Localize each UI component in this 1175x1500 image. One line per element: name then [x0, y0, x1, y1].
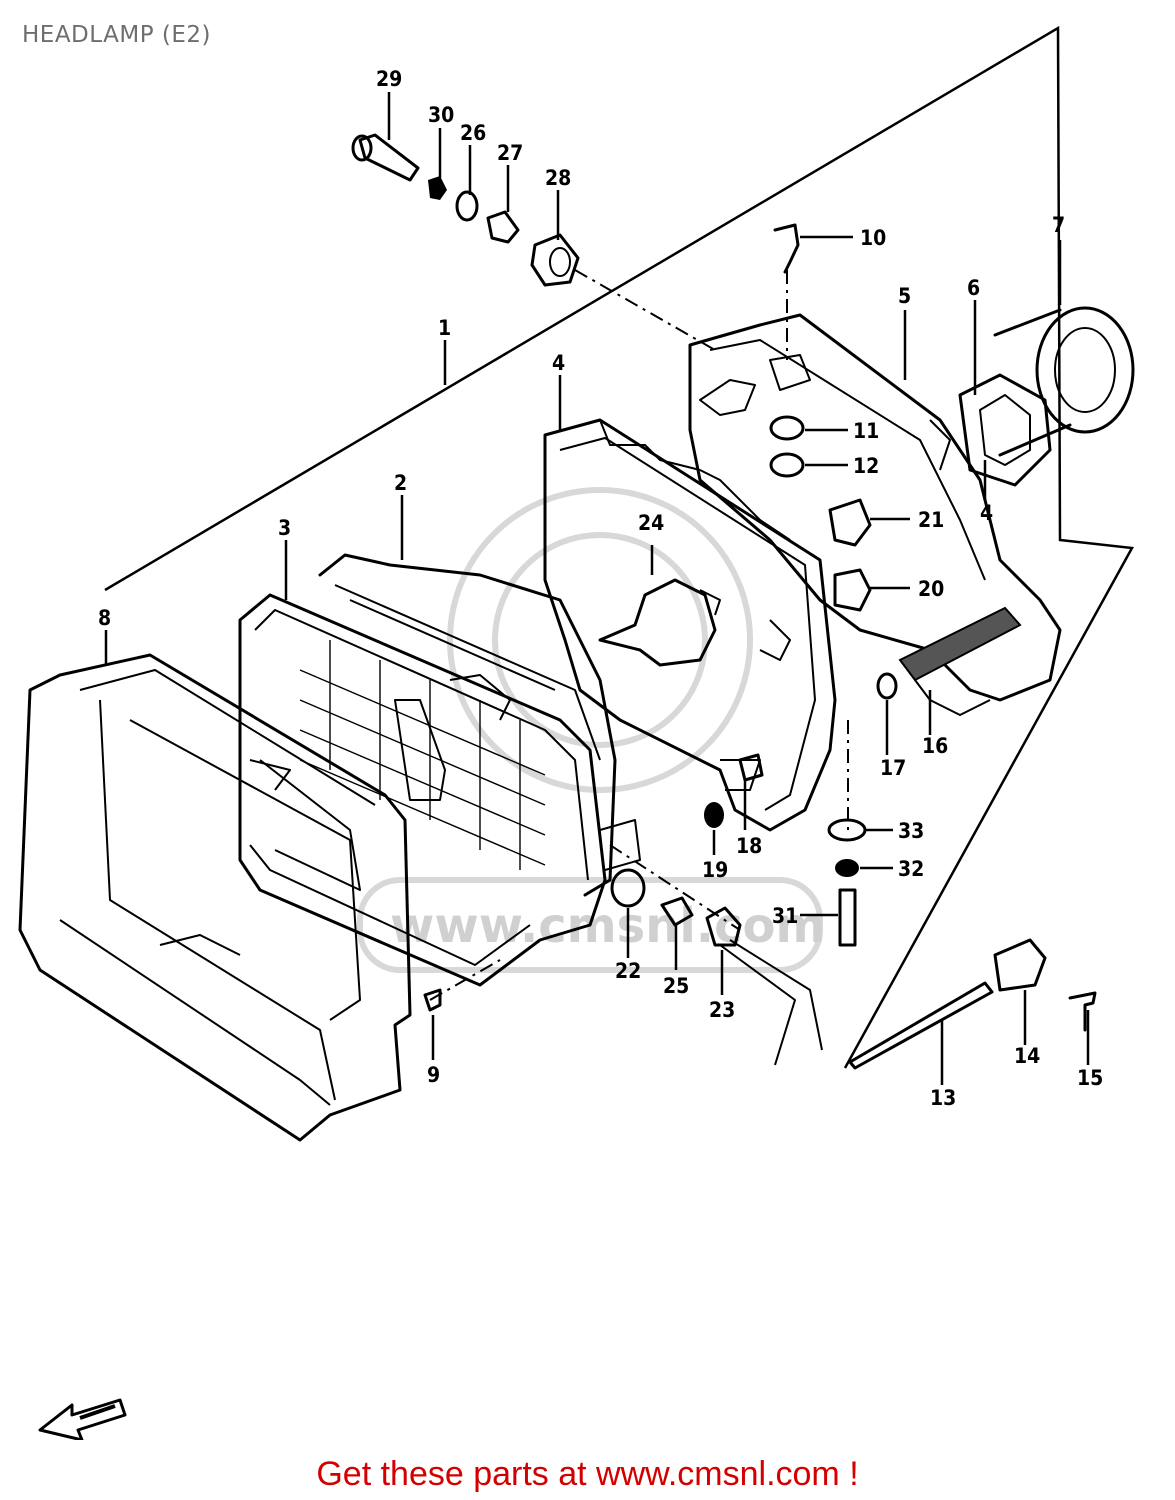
- footer-link-text[interactable]: Get these parts at www.cmsnl.com !: [316, 1455, 859, 1493]
- arrow-front-icon: [38, 1398, 127, 1440]
- callout-12: 12: [853, 454, 879, 478]
- assembly-bracket: [104, 25, 1134, 1069]
- callout-10: 10: [860, 226, 886, 250]
- callout-18: 18: [736, 834, 762, 858]
- headlamp-exploded-diagram: www.cmsnl.com: [18, 25, 1135, 1440]
- headlamp-case: [688, 313, 1062, 702]
- callout-19: 19: [702, 858, 728, 882]
- callout-2: 2: [394, 471, 407, 495]
- callout-8: 8: [98, 606, 111, 630]
- callout-33: 33: [898, 819, 924, 843]
- hardware-parts: [351, 133, 1097, 1070]
- callout-3: 3: [278, 516, 291, 540]
- callout-labels: 29 30 26 27 28 1 2 3 4 4 5 6 7 8 9 10 11…: [98, 67, 1103, 1110]
- callout-14: 14: [1014, 1044, 1040, 1068]
- callout-9: 9: [427, 1063, 440, 1087]
- callout-24: 24: [638, 511, 664, 535]
- callout-32: 32: [898, 857, 924, 881]
- callout-15: 15: [1077, 1066, 1103, 1090]
- callout-22: 22: [615, 959, 641, 983]
- callout-7: 7: [1052, 213, 1065, 237]
- callout-13: 13: [930, 1086, 956, 1110]
- callout-23: 23: [709, 998, 735, 1022]
- watermark-logo: www.cmsnl.com: [357, 487, 826, 973]
- sealed-beam-unit: [318, 553, 641, 897]
- callout-30: 30: [428, 103, 454, 127]
- callout-5: 5: [898, 284, 911, 308]
- bulb-socket-cap: [958, 306, 1135, 487]
- callout-6: 6: [967, 276, 980, 300]
- headlamp-bulb: [598, 578, 721, 667]
- callout-4a: 4: [552, 351, 565, 375]
- watermark-text: www.cmsnl.com: [390, 898, 826, 954]
- callout-25: 25: [663, 974, 689, 998]
- callout-29: 29: [376, 67, 402, 91]
- callout-16: 16: [922, 734, 948, 758]
- callout-11: 11: [853, 419, 879, 443]
- callout-28: 28: [545, 166, 571, 190]
- callout-27: 27: [497, 141, 523, 165]
- callout-21: 21: [918, 508, 944, 532]
- callout-31: 31: [772, 904, 798, 928]
- callout-17: 17: [880, 756, 906, 780]
- wire-harness-tube: [898, 606, 1022, 716]
- callout-26: 26: [460, 121, 486, 145]
- leader-lines: [104, 92, 1090, 1085]
- callout-4b: 4: [980, 501, 993, 525]
- headlamp-rim: [18, 653, 412, 1142]
- diagram-title: HEADLAMP (E2): [22, 22, 211, 48]
- callout-1: 1: [438, 316, 451, 340]
- mounting-bracket: [543, 418, 837, 832]
- callout-20: 20: [918, 577, 944, 601]
